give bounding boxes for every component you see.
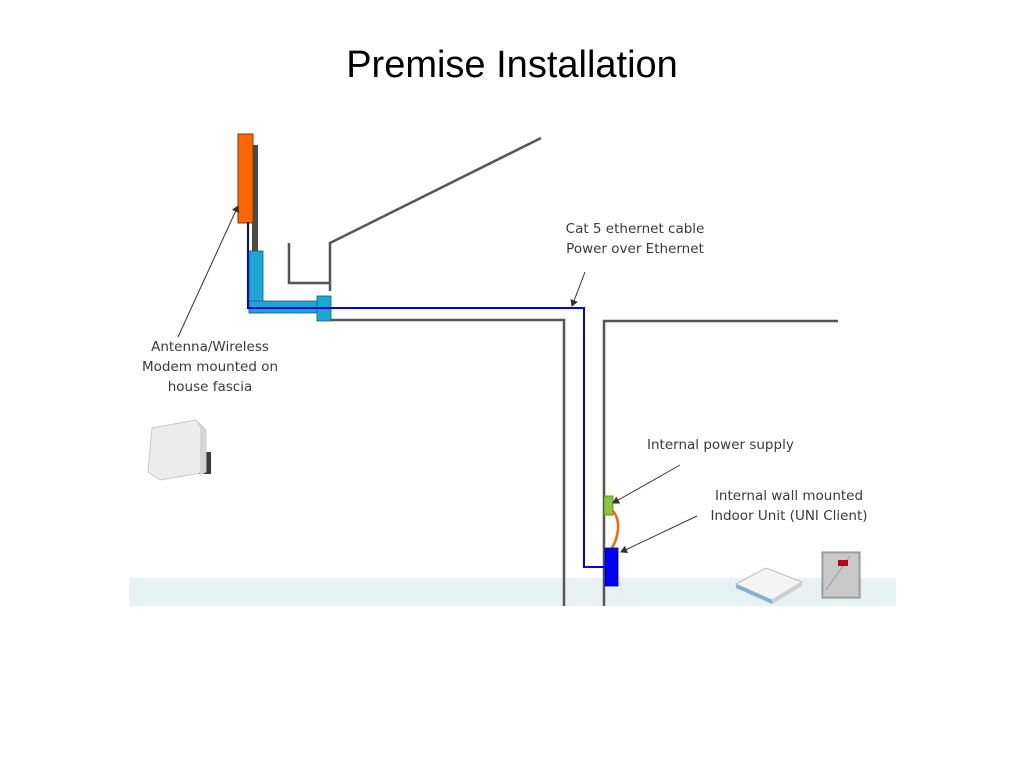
cable-label: Cat 5 ethernet cable Power over Ethernet — [560, 219, 710, 259]
indoor-unit-label-line-1: Internal wall mounted — [714, 488, 864, 504]
cable-label-line-1: Cat 5 ethernet cable — [565, 221, 705, 237]
ethernet-cable — [247, 222, 606, 568]
indoor-unit-box — [604, 547, 619, 587]
antenna-arrow — [177, 205, 240, 338]
power-supply-label: Internal power supply — [647, 435, 794, 455]
slide-title: Premise Installation — [346, 44, 678, 86]
interior-wall — [602, 319, 838, 606]
indoor-unit-label: Internal wall mounted Indoor Unit (UNI C… — [700, 486, 878, 526]
antenna-label-line-2: Modem mounted on — [141, 359, 279, 375]
power-supply-box — [603, 495, 614, 516]
antenna-device-icon — [147, 419, 211, 481]
antenna-label: Antenna/Wireless Modem mounted on house … — [130, 337, 290, 397]
antenna-label-line-1: Antenna/Wireless — [151, 339, 269, 355]
exterior-wall — [330, 318, 566, 606]
cable-arrow — [570, 271, 586, 307]
eave-line — [287, 243, 330, 285]
power-supply-arrow — [612, 464, 681, 504]
indoor-unit-label-line-2: Indoor Unit (UNI Client) — [710, 508, 868, 524]
wall-unit-icon — [821, 551, 861, 599]
modem-icon — [734, 567, 804, 604]
roof-line — [328, 136, 542, 291]
power-supply-label-line-1: Internal power supply — [647, 437, 794, 453]
power-cord — [610, 509, 620, 549]
antenna-label-line-3: house fascia — [167, 379, 253, 395]
cable-label-line-2: Power over Ethernet — [566, 241, 704, 257]
antenna-mast — [252, 145, 258, 251]
indoor-unit-arrow — [620, 515, 698, 554]
antenna-panel — [237, 133, 254, 224]
